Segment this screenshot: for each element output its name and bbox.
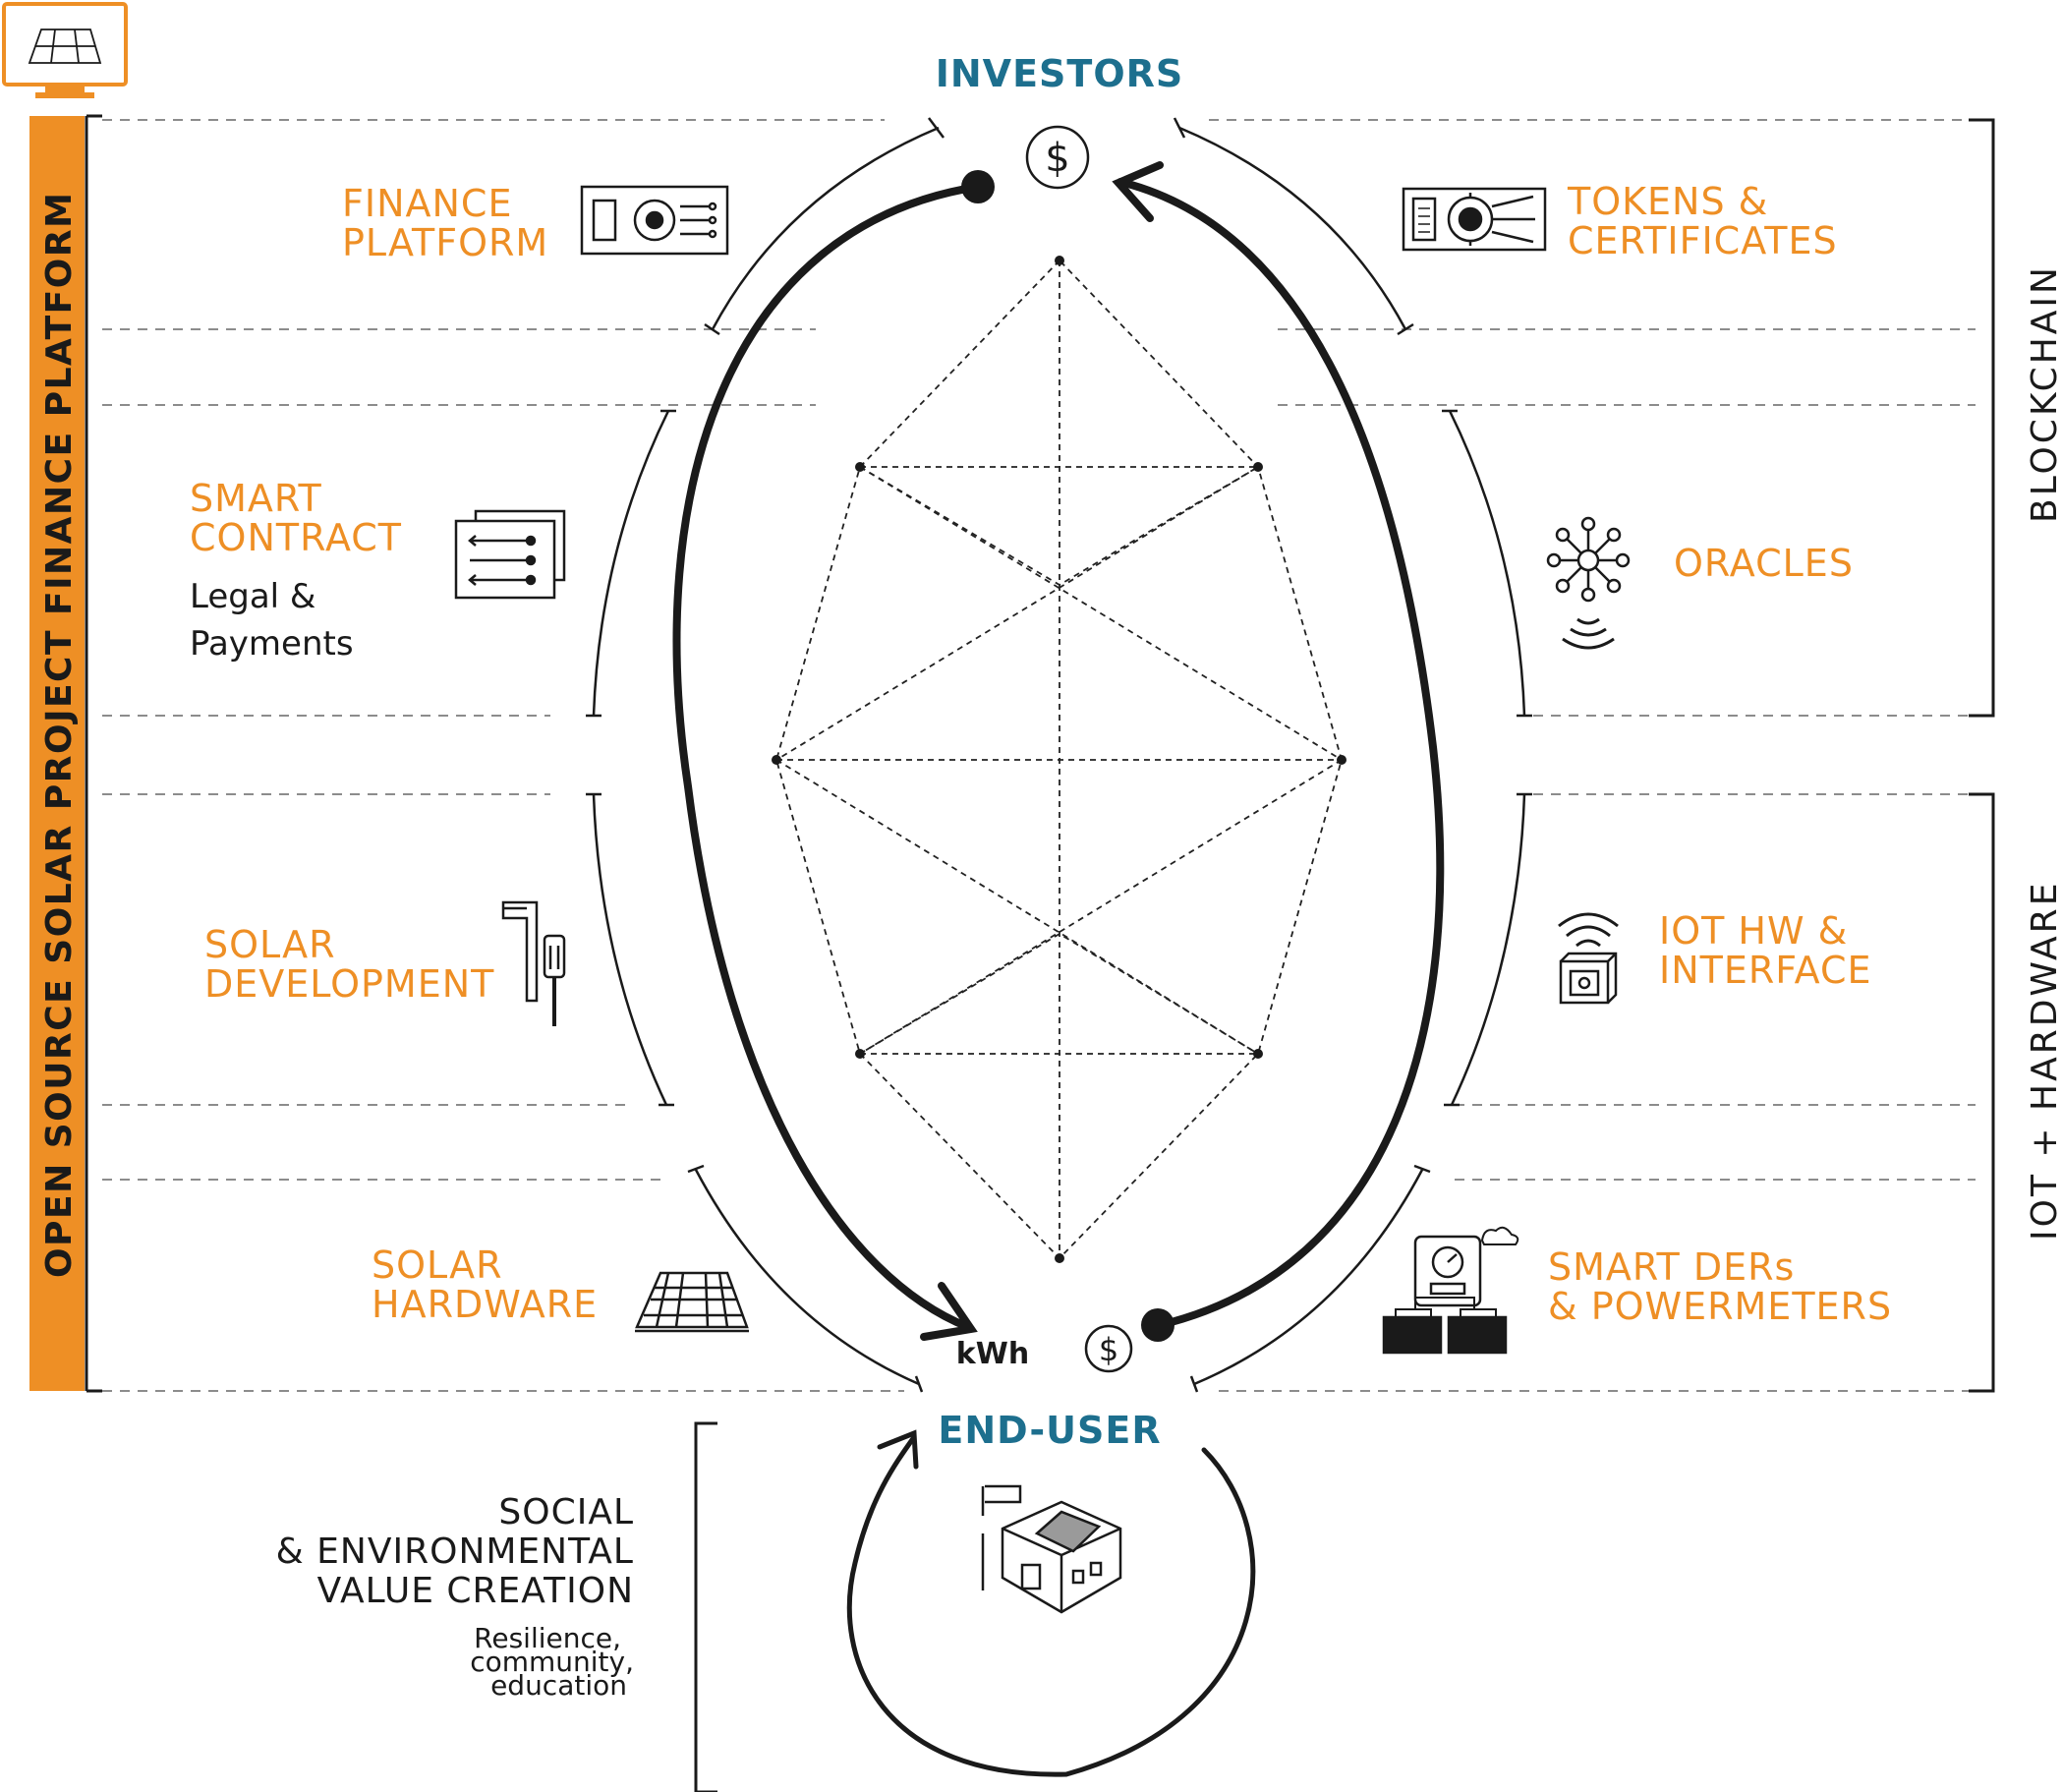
right-arc-segments bbox=[1173, 117, 1532, 1393]
module-iot-interface: IOT HW & INTERFACE bbox=[1558, 909, 1872, 1005]
central-network-mesh bbox=[772, 256, 1346, 1263]
iot-line2: INTERFACE bbox=[1659, 949, 1872, 992]
module-smart-contract: SMART CONTRACT Legal & Payments bbox=[190, 477, 566, 664]
token-chip-icon bbox=[1402, 187, 1547, 252]
investors-node: INVESTORS $ bbox=[936, 52, 1184, 190]
value-creation-sub1: Resilience, bbox=[474, 1622, 621, 1654]
contract-documents-icon bbox=[454, 509, 566, 600]
smart-ders-line1: SMART DERs bbox=[1548, 1245, 1795, 1289]
platform-vertical-bar: OPEN SOURCE SOLAR PROJECT FINANCE PLATFO… bbox=[29, 114, 102, 1393]
tokens-line1: TOKENS & bbox=[1567, 180, 1768, 223]
smart-contract-sub1: Legal & bbox=[190, 577, 315, 616]
platform-logo-icon bbox=[2, 2, 128, 98]
value-creation-line1: SOCIAL bbox=[498, 1492, 634, 1532]
smart-ders-line2: & POWERMETERS bbox=[1548, 1285, 1892, 1328]
kwh-label: kWh bbox=[956, 1337, 1029, 1371]
solar-hardware-line2: HARDWARE bbox=[372, 1283, 598, 1326]
module-finance-platform: FINANCE PLATFORM bbox=[342, 182, 729, 264]
left-arc-segments bbox=[586, 117, 945, 1393]
smart-contract-line2: CONTRACT bbox=[190, 516, 402, 559]
value-creation-loop bbox=[846, 1429, 1256, 1777]
module-oracles: ORACLES bbox=[1546, 516, 1854, 650]
iot-hardware-bracket: IOT + HARDWARE bbox=[1969, 792, 2062, 1393]
tools-icon bbox=[501, 900, 566, 1026]
smart-contract-sub2: Payments bbox=[190, 624, 354, 664]
iot-line1: IOT HW & bbox=[1659, 909, 1848, 953]
value-creation-line2: & ENVIRONMENTAL bbox=[276, 1532, 634, 1572]
value-creation-section: SOCIAL & ENVIRONMENTAL VALUE CREATION Re… bbox=[276, 1421, 717, 1792]
module-smart-ders: SMART DERs & POWERMETERS bbox=[1382, 1226, 1892, 1355]
solar-panel-icon bbox=[635, 1271, 749, 1333]
value-creation-sub2: community, bbox=[470, 1646, 634, 1678]
svg-text:$: $ bbox=[1099, 1331, 1118, 1368]
dollar-coin-icon: $ bbox=[1084, 1324, 1133, 1373]
investors-label: INVESTORS bbox=[936, 52, 1184, 95]
group-label-blockchain: BLOCKCHAIN bbox=[2025, 264, 2062, 523]
finance-platform-line1: FINANCE bbox=[342, 182, 512, 225]
row-separators bbox=[102, 119, 1976, 1392]
value-creation-sub3: education bbox=[490, 1669, 627, 1702]
solar-development-line1: SOLAR bbox=[204, 923, 335, 966]
solar-hardware-line1: SOLAR bbox=[372, 1243, 502, 1287]
module-solar-development: SOLAR DEVELOPMENT bbox=[204, 900, 566, 1026]
module-solar-hardware: SOLAR HARDWARE bbox=[372, 1243, 749, 1333]
value-flow-cycle bbox=[672, 161, 1445, 1342]
end-user-node: kWh $ END-USER bbox=[938, 1324, 1161, 1614]
svg-text:$: $ bbox=[1045, 136, 1069, 181]
solar-development-line2: DEVELOPMENT bbox=[204, 962, 494, 1006]
end-user-label: END-USER bbox=[938, 1409, 1161, 1452]
module-tokens-certificates: TOKENS & CERTIFICATES bbox=[1402, 180, 1838, 262]
blockchain-bracket: BLOCKCHAIN bbox=[1969, 118, 2062, 718]
finance-card-icon bbox=[580, 185, 729, 256]
tokens-line2: CERTIFICATES bbox=[1568, 219, 1838, 262]
powermeter-battery-icon bbox=[1382, 1226, 1519, 1355]
iot-device-icon bbox=[1558, 912, 1619, 1005]
platform-title: OPEN SOURCE SOLAR PROJECT FINANCE PLATFO… bbox=[39, 192, 80, 1278]
dollar-coin-icon: $ bbox=[1025, 125, 1090, 190]
building-icon bbox=[981, 1484, 1122, 1614]
finance-platform-line2: PLATFORM bbox=[342, 221, 548, 264]
value-creation-line3: VALUE CREATION bbox=[317, 1571, 634, 1611]
group-label-iot-hardware: IOT + HARDWARE bbox=[2025, 881, 2062, 1241]
oracles-label: ORACLES bbox=[1674, 542, 1854, 585]
smart-contract-line1: SMART bbox=[190, 477, 322, 520]
oracle-network-icon bbox=[1546, 516, 1631, 650]
